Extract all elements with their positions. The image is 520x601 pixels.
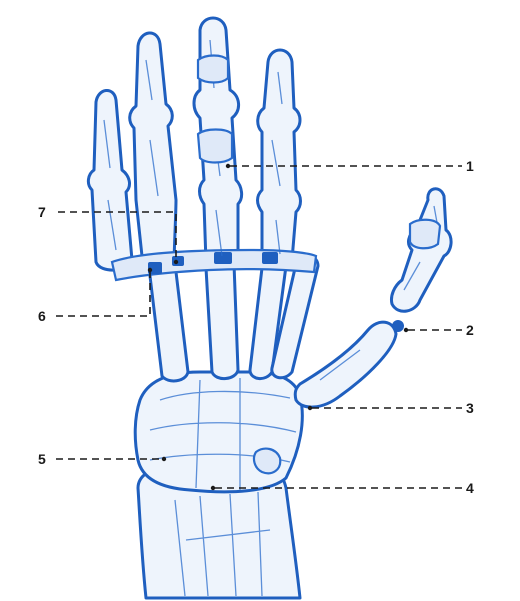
label-6: 6 [38,308,46,324]
finger-5-phalanges [88,90,132,270]
metacarpal-1 [295,322,396,407]
hand-bones-illustration [88,18,451,598]
finger-4-phalanges [130,33,176,267]
label-2: 2 [466,322,474,338]
carpal-bones [135,372,302,492]
thumb-phalanges [391,189,451,311]
label-4: 4 [466,480,474,496]
metacarpal-2 [150,265,188,381]
label-7: 7 [38,204,46,220]
leader-line-6 [56,272,150,316]
metacarpal-3 [206,257,238,379]
label-5: 5 [38,451,46,467]
label-3: 3 [466,400,474,416]
label-1: 1 [466,158,474,174]
